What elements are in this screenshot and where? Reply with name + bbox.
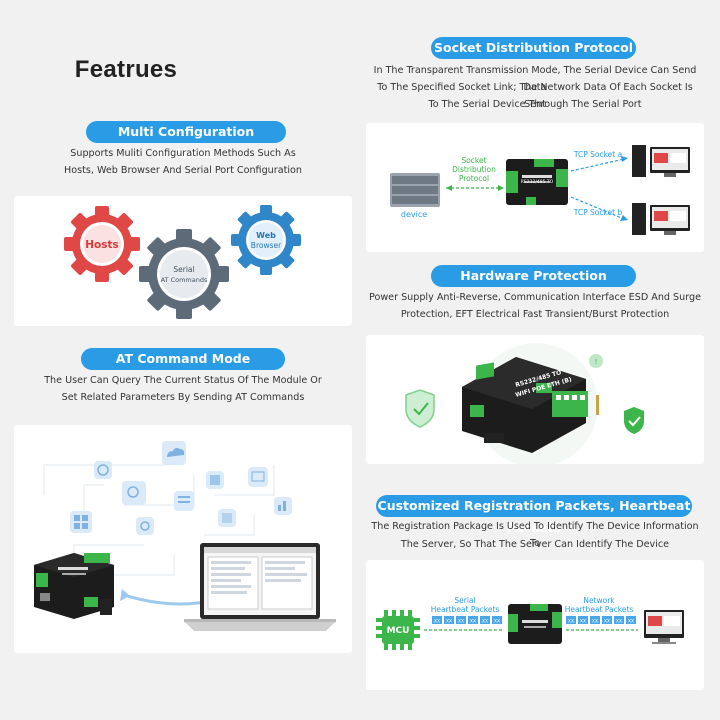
serial-label-1: Serial (454, 596, 475, 605)
gear-hosts-label: Hosts (85, 239, 119, 251)
monitor-icon (644, 610, 684, 644)
svg-text:XX: XX (592, 619, 598, 625)
hardware-illustration: ! RS232/485 TO WIFI POE ETH (B) (405, 343, 644, 464)
svg-text:XX: XX (494, 619, 500, 625)
svg-text:XX: XX (458, 619, 464, 625)
svg-text:!: ! (595, 358, 598, 366)
serial-gear-icon: Serial AT Commands (139, 229, 229, 319)
registration-panel: MCU Serial Heartbeat Packets XX XX XX XX… (366, 560, 704, 690)
page-title: Featrues (74, 56, 178, 83)
svg-text:XX: XX (434, 619, 440, 625)
protocol-label-1: Socket (461, 156, 486, 165)
hardware-desc-1: Power Supply Anti-Reverse, Communication… (369, 292, 701, 303)
hardware-panel: ! RS232/485 TO WIFI POE ETH (B) (366, 335, 704, 464)
device-image (462, 357, 599, 453)
socket-panel: device Socket Distribution Protocol RS23… (366, 123, 704, 252)
grid-icon (218, 509, 236, 527)
shield-icon (405, 389, 435, 428)
socket-desc-1: In The Transparent Transmission Mode, Th… (373, 65, 697, 93)
pc-a-icon (632, 145, 690, 177)
protocol-label-2: Distribution (452, 165, 496, 174)
device-image (34, 553, 114, 619)
clock-icon (94, 461, 112, 479)
laptop-image (184, 543, 336, 631)
serial-packets: XX XX XX XX XX XX (432, 616, 502, 625)
heading-at-command: AT Command Mode (81, 348, 285, 370)
gear-serial-label: Serial (173, 265, 194, 274)
converter-device-icon (506, 159, 568, 205)
mcu-chip-icon (376, 610, 420, 650)
registration-desc-2: The Server, So That The Server Can Ident… (400, 539, 670, 550)
heading-registration: Customized Registration Packets, Heartbe… (376, 495, 692, 535)
svg-text:XX: XX (580, 619, 586, 625)
svg-text:XX: XX (446, 619, 452, 625)
registration-illustration: MCU Serial Heartbeat Packets XX XX XX XX… (376, 596, 684, 650)
mcu-label: MCU (387, 626, 410, 636)
at-desc-1: The User Can Query The Current Status Of… (44, 375, 322, 386)
socket-a-label: TCP Socket a (573, 150, 622, 159)
gear-at-label: AT Commands (161, 276, 208, 284)
chart-small-icon (274, 497, 292, 515)
svg-text:XX: XX (482, 619, 488, 625)
window-icon (206, 471, 224, 489)
protocol-label-3: Protocol (459, 174, 489, 183)
cloud-icon (162, 441, 186, 465)
device-label: device (401, 210, 427, 219)
socket-desc-3: To The Serial Device Through The Serial … (428, 99, 642, 110)
at-command-illustration (34, 441, 336, 631)
list-icon (174, 491, 194, 511)
multi-config-desc-2: Hosts, Web Browser And Serial Port Confi… (64, 165, 302, 176)
gears-illustration: Hosts Serial AT Commands (64, 205, 301, 319)
badge-icon: ! (589, 354, 603, 368)
heading-hardware: Hardware Protection (431, 265, 636, 287)
network-label-2: Heartbeat Packets (565, 605, 634, 614)
socket-b-label: TCP Socket b (573, 208, 623, 217)
gear-web-label: Web (256, 231, 276, 240)
network-label-1: Network (583, 596, 615, 605)
hardware-desc-2: Protection, EFT Electrical Fast Transien… (400, 309, 670, 320)
multi-config-panel: Hosts Serial AT Commands (14, 196, 352, 326)
svg-text:XX: XX (616, 619, 622, 625)
pc-b-icon (632, 203, 690, 235)
converter-device-icon (508, 604, 562, 644)
socket-illustration: device Socket Distribution Protocol RS23… (390, 145, 690, 235)
network-packets: XX XX XX XX XX XX (566, 616, 636, 625)
hosts-gear-icon: Hosts (64, 206, 140, 282)
socket-desc-2: To The Specified Socket Link; The Networ… (377, 82, 693, 110)
serial-label-2: Heartbeat Packets (431, 605, 500, 614)
apps-icon (70, 511, 92, 533)
heading-multi-config: Multi Configuration Methods (86, 121, 286, 161)
svg-text:XX: XX (568, 619, 574, 625)
device-small-text: RS232/485 TO (521, 179, 554, 185)
search-doc-icon (122, 481, 146, 505)
server-rack-icon (390, 173, 440, 207)
web-gear-icon: Web Browser (231, 205, 301, 275)
at-desc-2: Set Related Parameters By Sending AT Com… (61, 392, 305, 403)
shield-check-icon (624, 407, 644, 434)
gear-small-icon (136, 517, 154, 535)
multi-config-desc-1: Supports Muliti Configuration Methods Su… (70, 148, 296, 159)
svg-text:XX: XX (604, 619, 610, 625)
registration-desc-1: The Registration Package Is Used To Iden… (371, 521, 699, 549)
svg-text:XX: XX (628, 619, 634, 625)
image-icon (248, 467, 268, 487)
at-command-panel (14, 425, 352, 653)
svg-text:XX: XX (470, 619, 476, 625)
heading-socket: Socket Distribution Protocol (431, 37, 636, 59)
gear-browser-label: Browser (251, 241, 282, 250)
